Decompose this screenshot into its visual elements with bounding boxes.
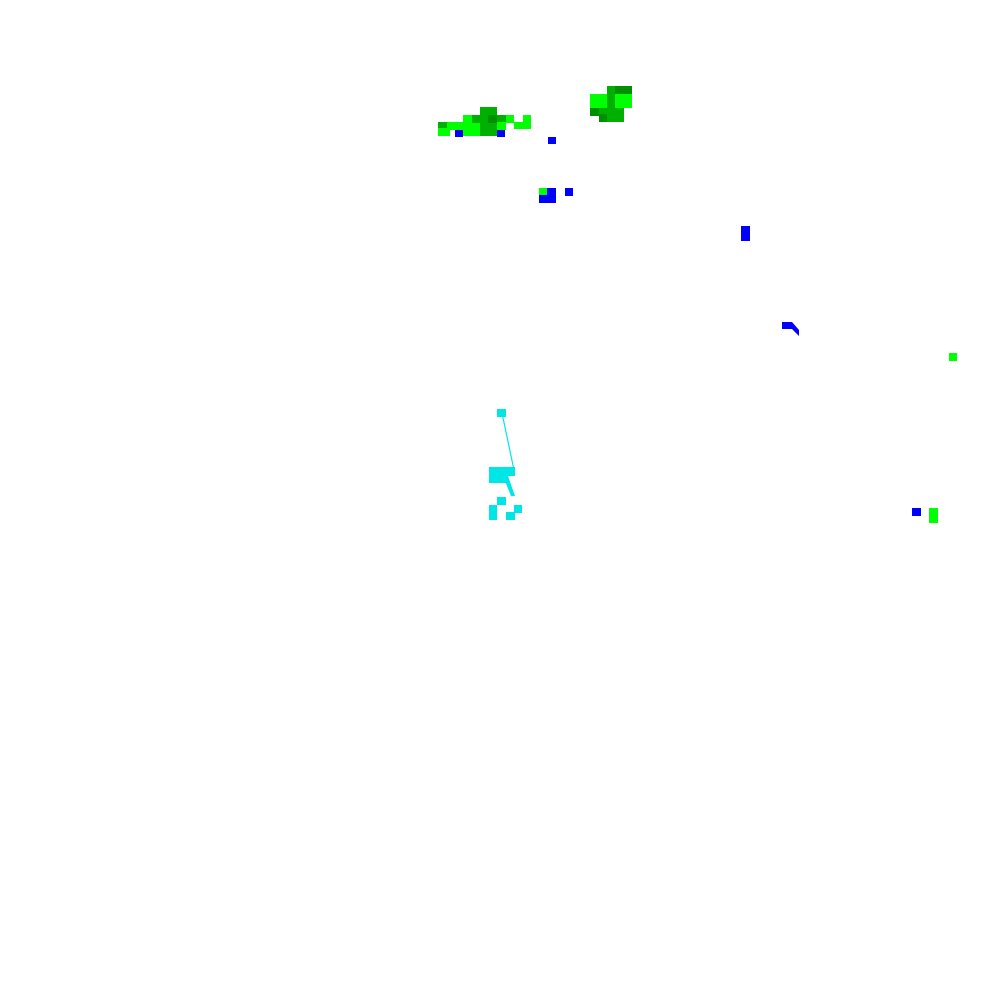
green-cluster-left: [438, 107, 531, 137]
cyan-track: [489, 409, 522, 520]
green-cluster-right: [590, 86, 632, 122]
blue-features: [539, 137, 957, 523]
